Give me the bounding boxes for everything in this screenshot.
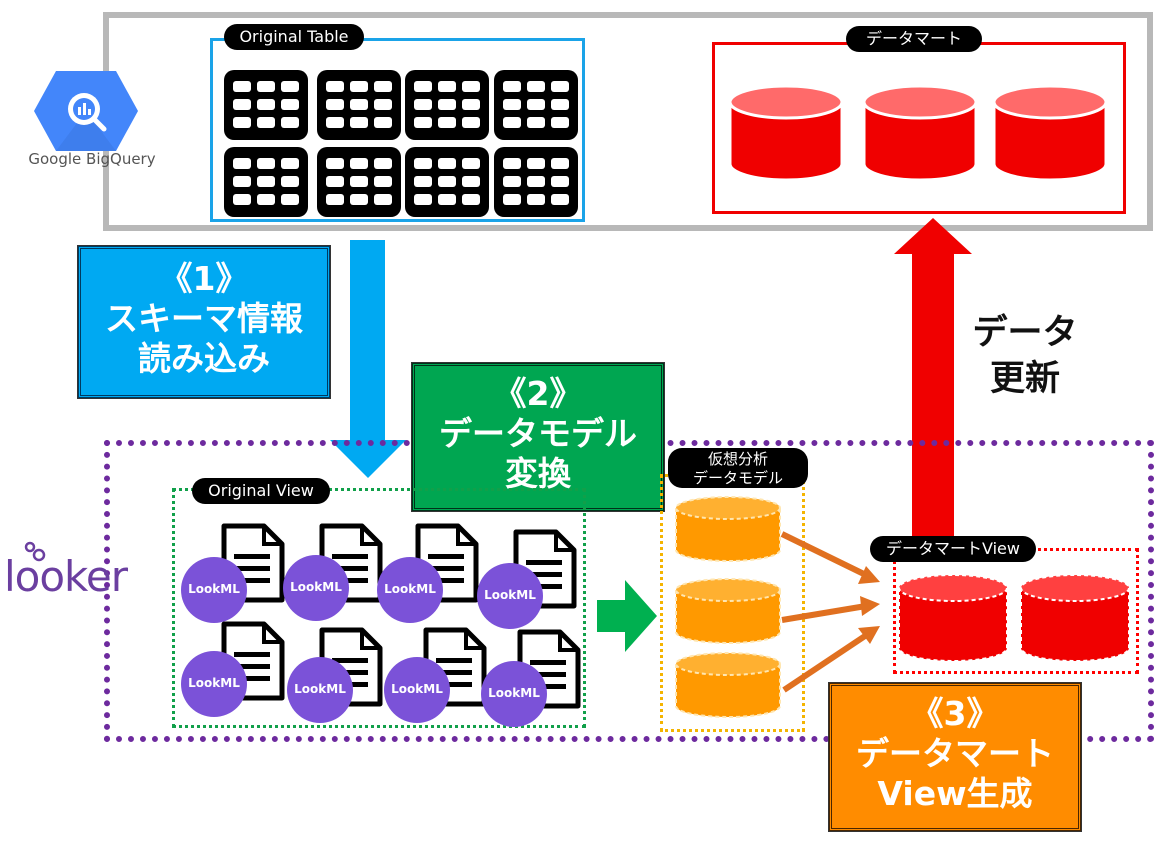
original-table-label: Original Table xyxy=(224,24,364,50)
lookml-label: LookML xyxy=(384,582,436,596)
lookml-label: LookML xyxy=(484,588,536,602)
original-table-icons xyxy=(224,70,578,217)
step2-line1: データモデル xyxy=(439,414,637,453)
looker-logo-icon xyxy=(24,541,46,562)
step2-line2: 変換 xyxy=(505,454,571,493)
red-up-arrow xyxy=(894,218,972,548)
update-line1: データ xyxy=(972,313,1078,353)
step1-box: 《1》 スキーマ情報 読み込み xyxy=(77,245,331,399)
bigquery-icon xyxy=(34,71,138,151)
blue-down-arrow xyxy=(330,240,406,478)
original-table-frame xyxy=(210,38,585,222)
lookml-label: LookML xyxy=(188,676,240,690)
model-to-mart-arrows xyxy=(780,531,880,693)
virtual-model-line2: データモデル xyxy=(692,469,783,487)
bigquery-label: Google BigQuery xyxy=(28,150,156,168)
step3-line1: データマート xyxy=(856,734,1054,773)
original-view-label: Original View xyxy=(192,478,330,504)
step2-box: 《2》 データモデル 変換 xyxy=(411,362,665,512)
virtual-model-cylinders xyxy=(675,496,781,718)
lookml-label: LookML xyxy=(294,682,346,696)
original-view-frame xyxy=(172,488,586,728)
green-right-arrow xyxy=(597,580,657,652)
lookml-label: LookML xyxy=(488,686,540,700)
mart-view-cylinders xyxy=(898,574,1130,662)
looker-logo: looker xyxy=(4,552,128,601)
step1-line2: 読み込み xyxy=(138,339,270,378)
lookml-label: LookML xyxy=(290,580,342,594)
virtual-model-label: 仮想分析 データモデル xyxy=(668,448,808,488)
data-mart-cylinders xyxy=(728,84,1108,182)
step3-box: 《3》 データマート View生成 xyxy=(828,682,1082,832)
step2-number: 《2》 xyxy=(493,374,583,413)
data-mart-label: データマート xyxy=(846,26,982,52)
data-update-label: データ 更新 xyxy=(960,310,1090,402)
update-line2: 更新 xyxy=(989,359,1060,399)
step1-number: 《1》 xyxy=(159,259,249,298)
step1-line1: スキーマ情報 xyxy=(105,299,303,338)
lookml-label: LookML xyxy=(188,582,240,596)
virtual-model-line1: 仮想分析 xyxy=(707,450,768,468)
mart-view-label: データマートView xyxy=(870,536,1036,562)
lookml-label: LookML xyxy=(391,682,443,696)
step3-line2: View生成 xyxy=(877,774,1033,813)
step3-number: 《3》 xyxy=(910,694,1000,733)
